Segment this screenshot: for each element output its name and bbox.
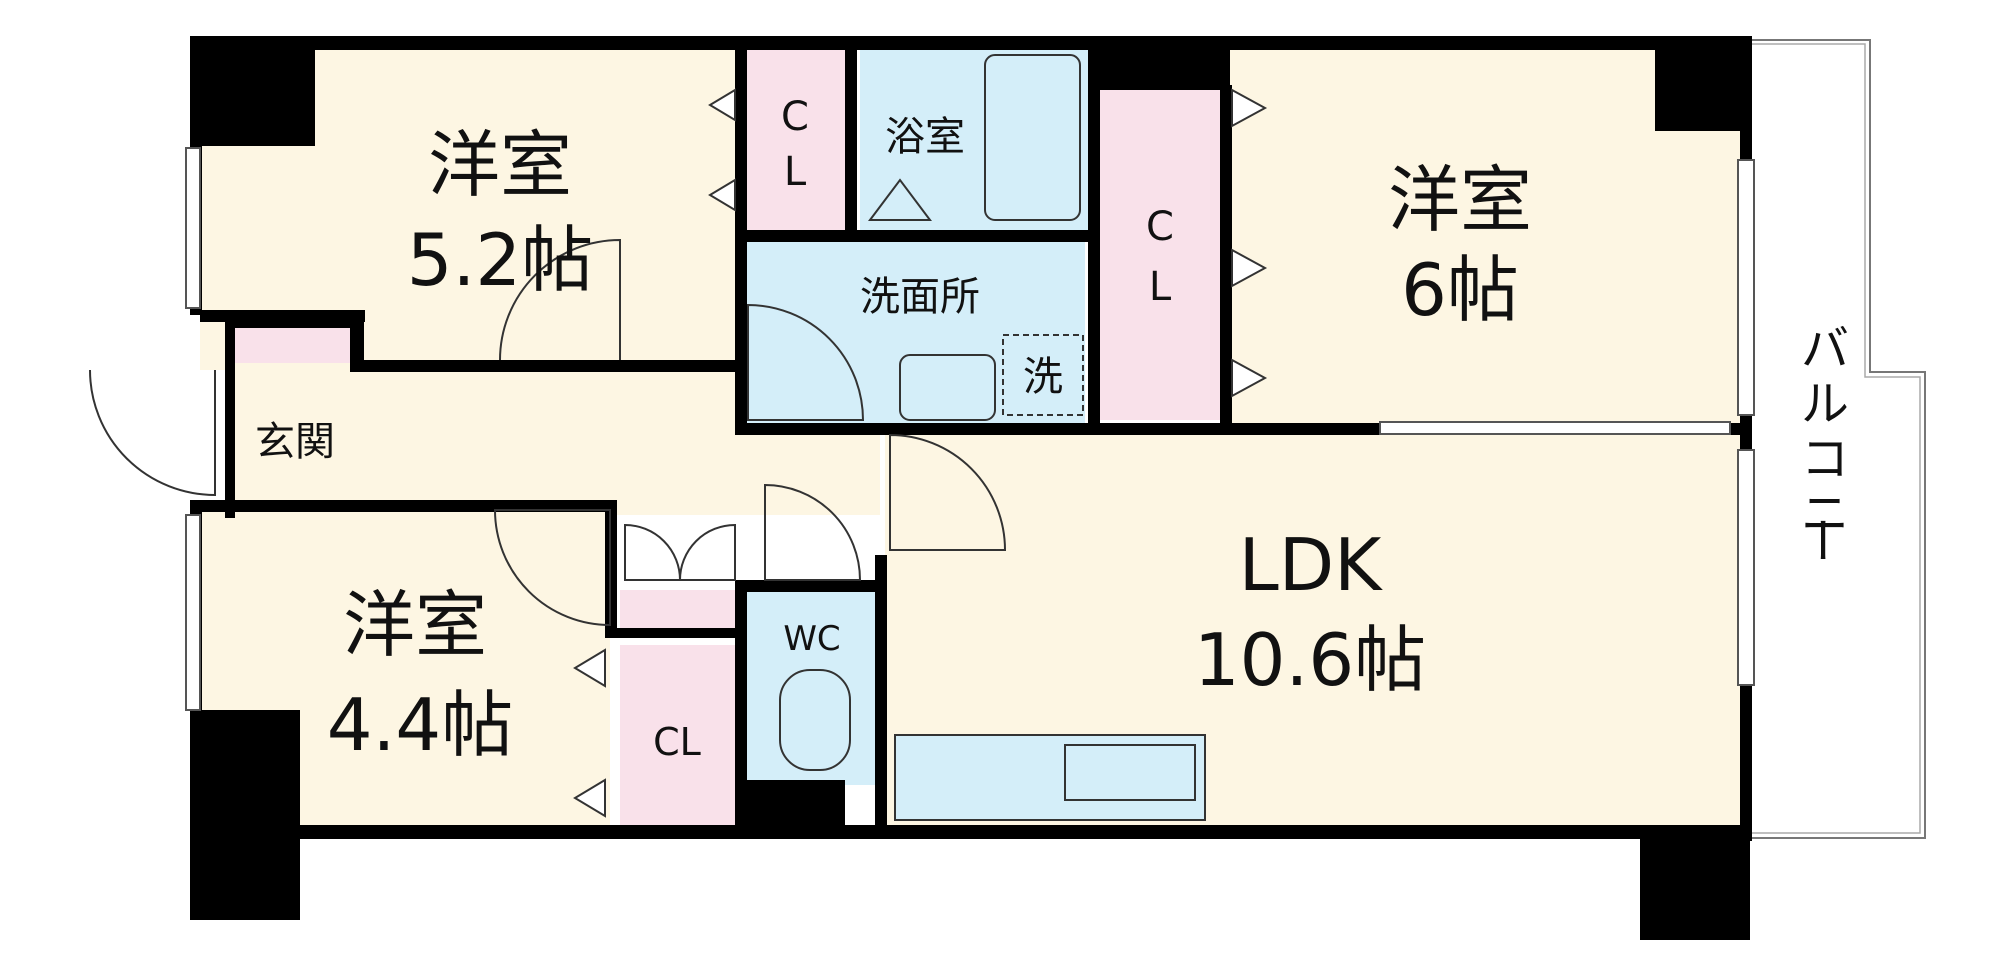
- balcony-outline: [1748, 39, 1926, 839]
- bath-label: 浴室: [885, 114, 965, 160]
- column-bottom-left: [190, 710, 300, 920]
- closet-marker: [1231, 248, 1268, 288]
- balcony-label: バ ル コ ニ ー: [1793, 321, 1849, 564]
- closet-bottom-label: CL: [653, 720, 701, 764]
- closet-small-floor: [620, 590, 735, 630]
- closet-marker: [1231, 88, 1268, 128]
- wall-closet-mid-right: [1220, 85, 1232, 430]
- wall-bottom: [190, 825, 1750, 839]
- closet-marker: [573, 778, 606, 818]
- closet-mid-c: C: [1146, 204, 1174, 250]
- entrance-label: 玄関: [255, 419, 335, 465]
- wall-closet-top-left: [735, 45, 747, 240]
- wall-wc-top: [735, 580, 885, 592]
- door-wc: [764, 483, 862, 581]
- closet-top-c: C: [781, 94, 809, 140]
- door-washroom: [747, 303, 865, 421]
- closet-mid-l: L: [1149, 264, 1172, 310]
- door-closet-small-a: [624, 523, 682, 581]
- wall-closet-mid-h: [605, 628, 740, 638]
- wall-closet-mid-top: [1100, 80, 1230, 90]
- closet-door-markers: [573, 88, 1268, 818]
- balcony-char: ル: [1801, 376, 1849, 432]
- wall-wash-right: [1088, 45, 1100, 430]
- column-bottom-right: [1640, 825, 1750, 940]
- windows: [185, 147, 1755, 711]
- balcony-char: ニ: [1801, 486, 1849, 542]
- wall-closet-right: [735, 580, 747, 835]
- closet-marker: [708, 88, 736, 122]
- closet-top-floor: [745, 45, 845, 230]
- wall-entrance-left: [225, 318, 235, 518]
- closet-bottom-floor: [620, 645, 735, 825]
- balcony-outline-inner: [1752, 43, 1921, 834]
- room-b-size: 6帖: [1401, 248, 1519, 332]
- bath-floor-marker: [868, 178, 932, 221]
- closet-marker: [573, 648, 606, 688]
- closet-mid-floor: [1100, 85, 1225, 420]
- washroom-label: 洗面所: [860, 274, 980, 320]
- window-left-lower: [185, 514, 201, 711]
- window-left-upper: [185, 147, 201, 309]
- wall-top-left: [190, 36, 735, 50]
- wall-closet-top-right: [845, 45, 857, 240]
- sliding-door-partition: [1379, 421, 1731, 435]
- balcony-floor: [1748, 40, 1870, 840]
- balcony-char: コ: [1801, 431, 1849, 487]
- kitchen-sink: [1064, 744, 1196, 801]
- room-a-name: 洋室: [428, 123, 572, 207]
- closet-marker: [708, 178, 736, 212]
- room-c-name: 洋室: [343, 583, 487, 667]
- column-top-center: [1090, 36, 1230, 81]
- window-right-lower: [1737, 449, 1755, 686]
- entrance-shoe-cabinet: [235, 328, 350, 363]
- wall-wc-bottom-block: [735, 780, 845, 830]
- column-top-left: [190, 36, 315, 146]
- ldk-name: LDK: [1239, 523, 1384, 607]
- room-b-name: 洋室: [1388, 158, 1532, 242]
- wall-hall-top: [350, 360, 740, 372]
- washer-space: [1002, 334, 1084, 416]
- door-ldk: [889, 433, 1007, 551]
- bathtub: [984, 54, 1081, 221]
- wall-entrance-top: [225, 318, 355, 328]
- wall-wc-right: [875, 555, 887, 835]
- wall-wash-top: [735, 230, 1100, 242]
- balcony-char: ー: [1793, 516, 1849, 564]
- room-a-size: 5.2帖: [407, 218, 594, 302]
- wall-top-right: [1230, 36, 1750, 50]
- balcony-char: バ: [1801, 321, 1849, 377]
- door-room-c: [493, 509, 611, 627]
- wall-right: [1740, 36, 1752, 841]
- washer-label: 洗: [1023, 354, 1063, 400]
- room-labels: 洋室 5.2帖 洋室 6帖 洋室 4.4帖 LDK 10.6帖 浴室 洗面所 洗…: [255, 94, 1849, 767]
- wc-label: WC: [783, 619, 840, 659]
- ldk-size: 10.6帖: [1194, 618, 1426, 702]
- column-top-right: [1655, 36, 1750, 131]
- toilet-tank: [779, 669, 851, 771]
- window-right-upper: [1737, 159, 1755, 416]
- room-c-size: 4.4帖: [327, 683, 514, 767]
- door-room-a: [499, 238, 621, 361]
- door-swings: [89, 238, 1007, 627]
- closet-marker: [1231, 358, 1268, 398]
- wall-wash-left: [735, 230, 747, 435]
- closet-top-l: L: [784, 149, 807, 195]
- door-entrance: [89, 369, 216, 497]
- washbasin: [899, 354, 996, 421]
- door-closet-small-b: [678, 523, 736, 581]
